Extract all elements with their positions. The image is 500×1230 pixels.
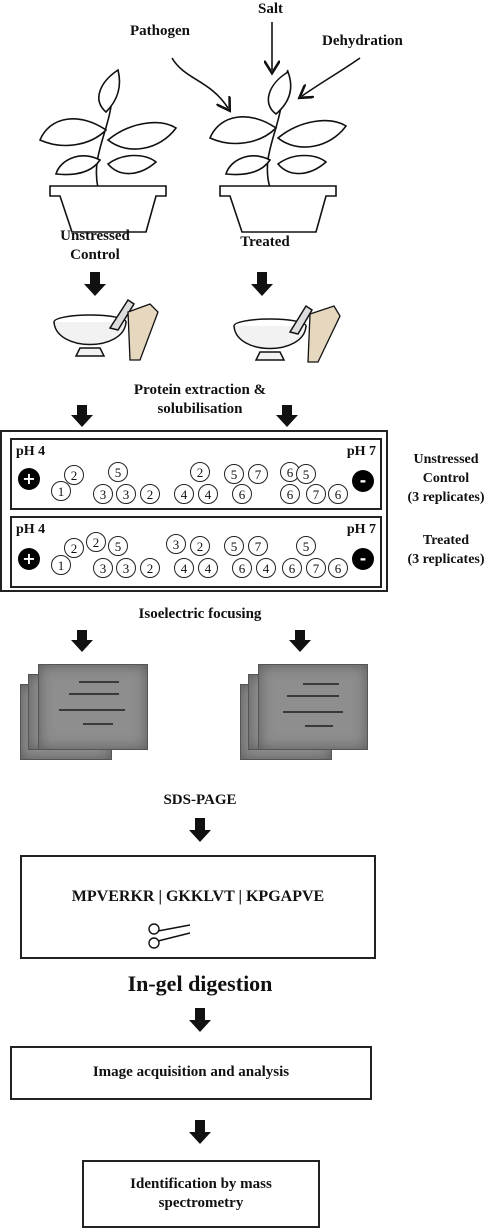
protein-spot: 3	[116, 558, 136, 578]
protein-spot: 2	[64, 538, 84, 558]
image-analysis-box: Image acquisition and analysis	[10, 1046, 372, 1100]
peptide-sequence: MPVERKR | GKKLVT | KPGAPVE	[71, 888, 325, 905]
anode-plus-icon: +	[18, 468, 40, 490]
ief-strip-control: pH 4 pH 7 + - 2 1 5 3 3 2 2 4 4 5 7 6 6 …	[10, 438, 382, 510]
mortar-icon	[233, 304, 314, 361]
dehydration-arrow	[302, 57, 361, 96]
protein-spot: 5	[296, 536, 316, 556]
ief-label: Isoelectric focusing	[138, 606, 262, 622]
sds-page-label: SDS-PAGE	[163, 792, 237, 808]
gel-image	[38, 664, 148, 750]
protein-spot: 5	[108, 536, 128, 556]
protein-spot: 3	[166, 534, 186, 554]
protein-spot: 6	[328, 484, 348, 504]
protein-spot: 2	[190, 536, 210, 556]
mortar-icon	[53, 298, 136, 357]
protein-spot: 2	[140, 484, 160, 504]
protein-spot: 4	[198, 484, 218, 504]
protein-spot: 6	[232, 484, 252, 504]
protein-spot: 5	[108, 462, 128, 482]
protein-spot: 3	[116, 484, 136, 504]
protein-spot: 1	[51, 481, 71, 501]
protein-spot: 6	[328, 558, 348, 578]
treated-replicates-label: Treated (3 replicates)	[407, 533, 485, 567]
protein-spot: 2	[64, 465, 84, 485]
protein-spot: 4	[174, 484, 194, 504]
image-analysis-label: Image acquisition and analysis	[92, 1064, 290, 1080]
salt-label: Salt	[258, 1, 284, 17]
protein-spot: 6	[282, 558, 302, 578]
protein-spot: 6	[232, 558, 252, 578]
gel-stack-treated	[240, 660, 370, 770]
control-replicates-label: Unstressed Control (3 replicates)	[407, 452, 485, 505]
stress-arrows	[38, 22, 361, 233]
protein-spot: 1	[51, 555, 71, 575]
tube-icon	[127, 303, 159, 361]
mass-spec-box: Identification by mass spectrometry	[82, 1160, 320, 1228]
ph-right-label: pH 7	[346, 522, 376, 537]
anode-plus-icon: +	[18, 548, 40, 570]
protein-spot: 2	[140, 558, 160, 578]
protein-spot: 3	[93, 558, 113, 578]
protein-spot: 5	[224, 536, 244, 556]
protein-spot: 6	[280, 484, 300, 504]
ief-strips-panel: pH 4 pH 7 + - 2 1 5 3 3 2 2 4 4 5 7 6 6 …	[0, 430, 388, 592]
pathogen-label: Pathogen	[130, 23, 190, 39]
control-label: Unstressed Control	[60, 228, 130, 263]
treated-plant-icon	[208, 69, 348, 233]
ph-left-label: pH 4	[16, 522, 46, 537]
protein-spot: 5	[296, 464, 316, 484]
extraction-label: Protein extraction & solubilisation	[133, 382, 267, 417]
mass-spec-label: Identification by mass spectrometry	[130, 1176, 272, 1211]
tube-icon	[307, 305, 341, 363]
protein-spot: 3	[93, 484, 113, 504]
ph-left-label: pH 4	[16, 444, 46, 459]
protein-spot: 4	[174, 558, 194, 578]
gel-image	[258, 664, 368, 750]
treated-label: Treated	[240, 234, 290, 250]
protein-spot: 7	[248, 536, 268, 556]
cathode-minus-icon: -	[352, 548, 374, 570]
ph-right-label: pH 7	[346, 444, 376, 459]
gel-stack-control	[20, 660, 150, 770]
cathode-minus-icon: -	[352, 470, 374, 492]
protein-spot: 7	[248, 464, 268, 484]
protein-spot: 4	[198, 558, 218, 578]
digestion-box: MPVERKR | GKKLVT | KPGAPVE	[20, 855, 376, 959]
scissors-icon	[148, 923, 191, 949]
dehydration-label: Dehydration	[322, 33, 403, 49]
control-plant-icon	[38, 68, 178, 233]
protein-spot: 7	[306, 484, 326, 504]
ief-strip-treated: pH 4 pH 7 + - 2 2 1 5 3 3 2 3 2 4 4 5 7 …	[10, 516, 382, 588]
protein-spot: 2	[190, 462, 210, 482]
pathogen-arrow	[171, 57, 228, 108]
protein-spot: 2	[86, 532, 106, 552]
protein-spot: 4	[256, 558, 276, 578]
protein-spot: 7	[306, 558, 326, 578]
in-gel-digestion-label: In-gel digestion	[127, 971, 273, 996]
protein-spot: 5	[224, 464, 244, 484]
mortar-pestle-icons	[53, 298, 341, 363]
